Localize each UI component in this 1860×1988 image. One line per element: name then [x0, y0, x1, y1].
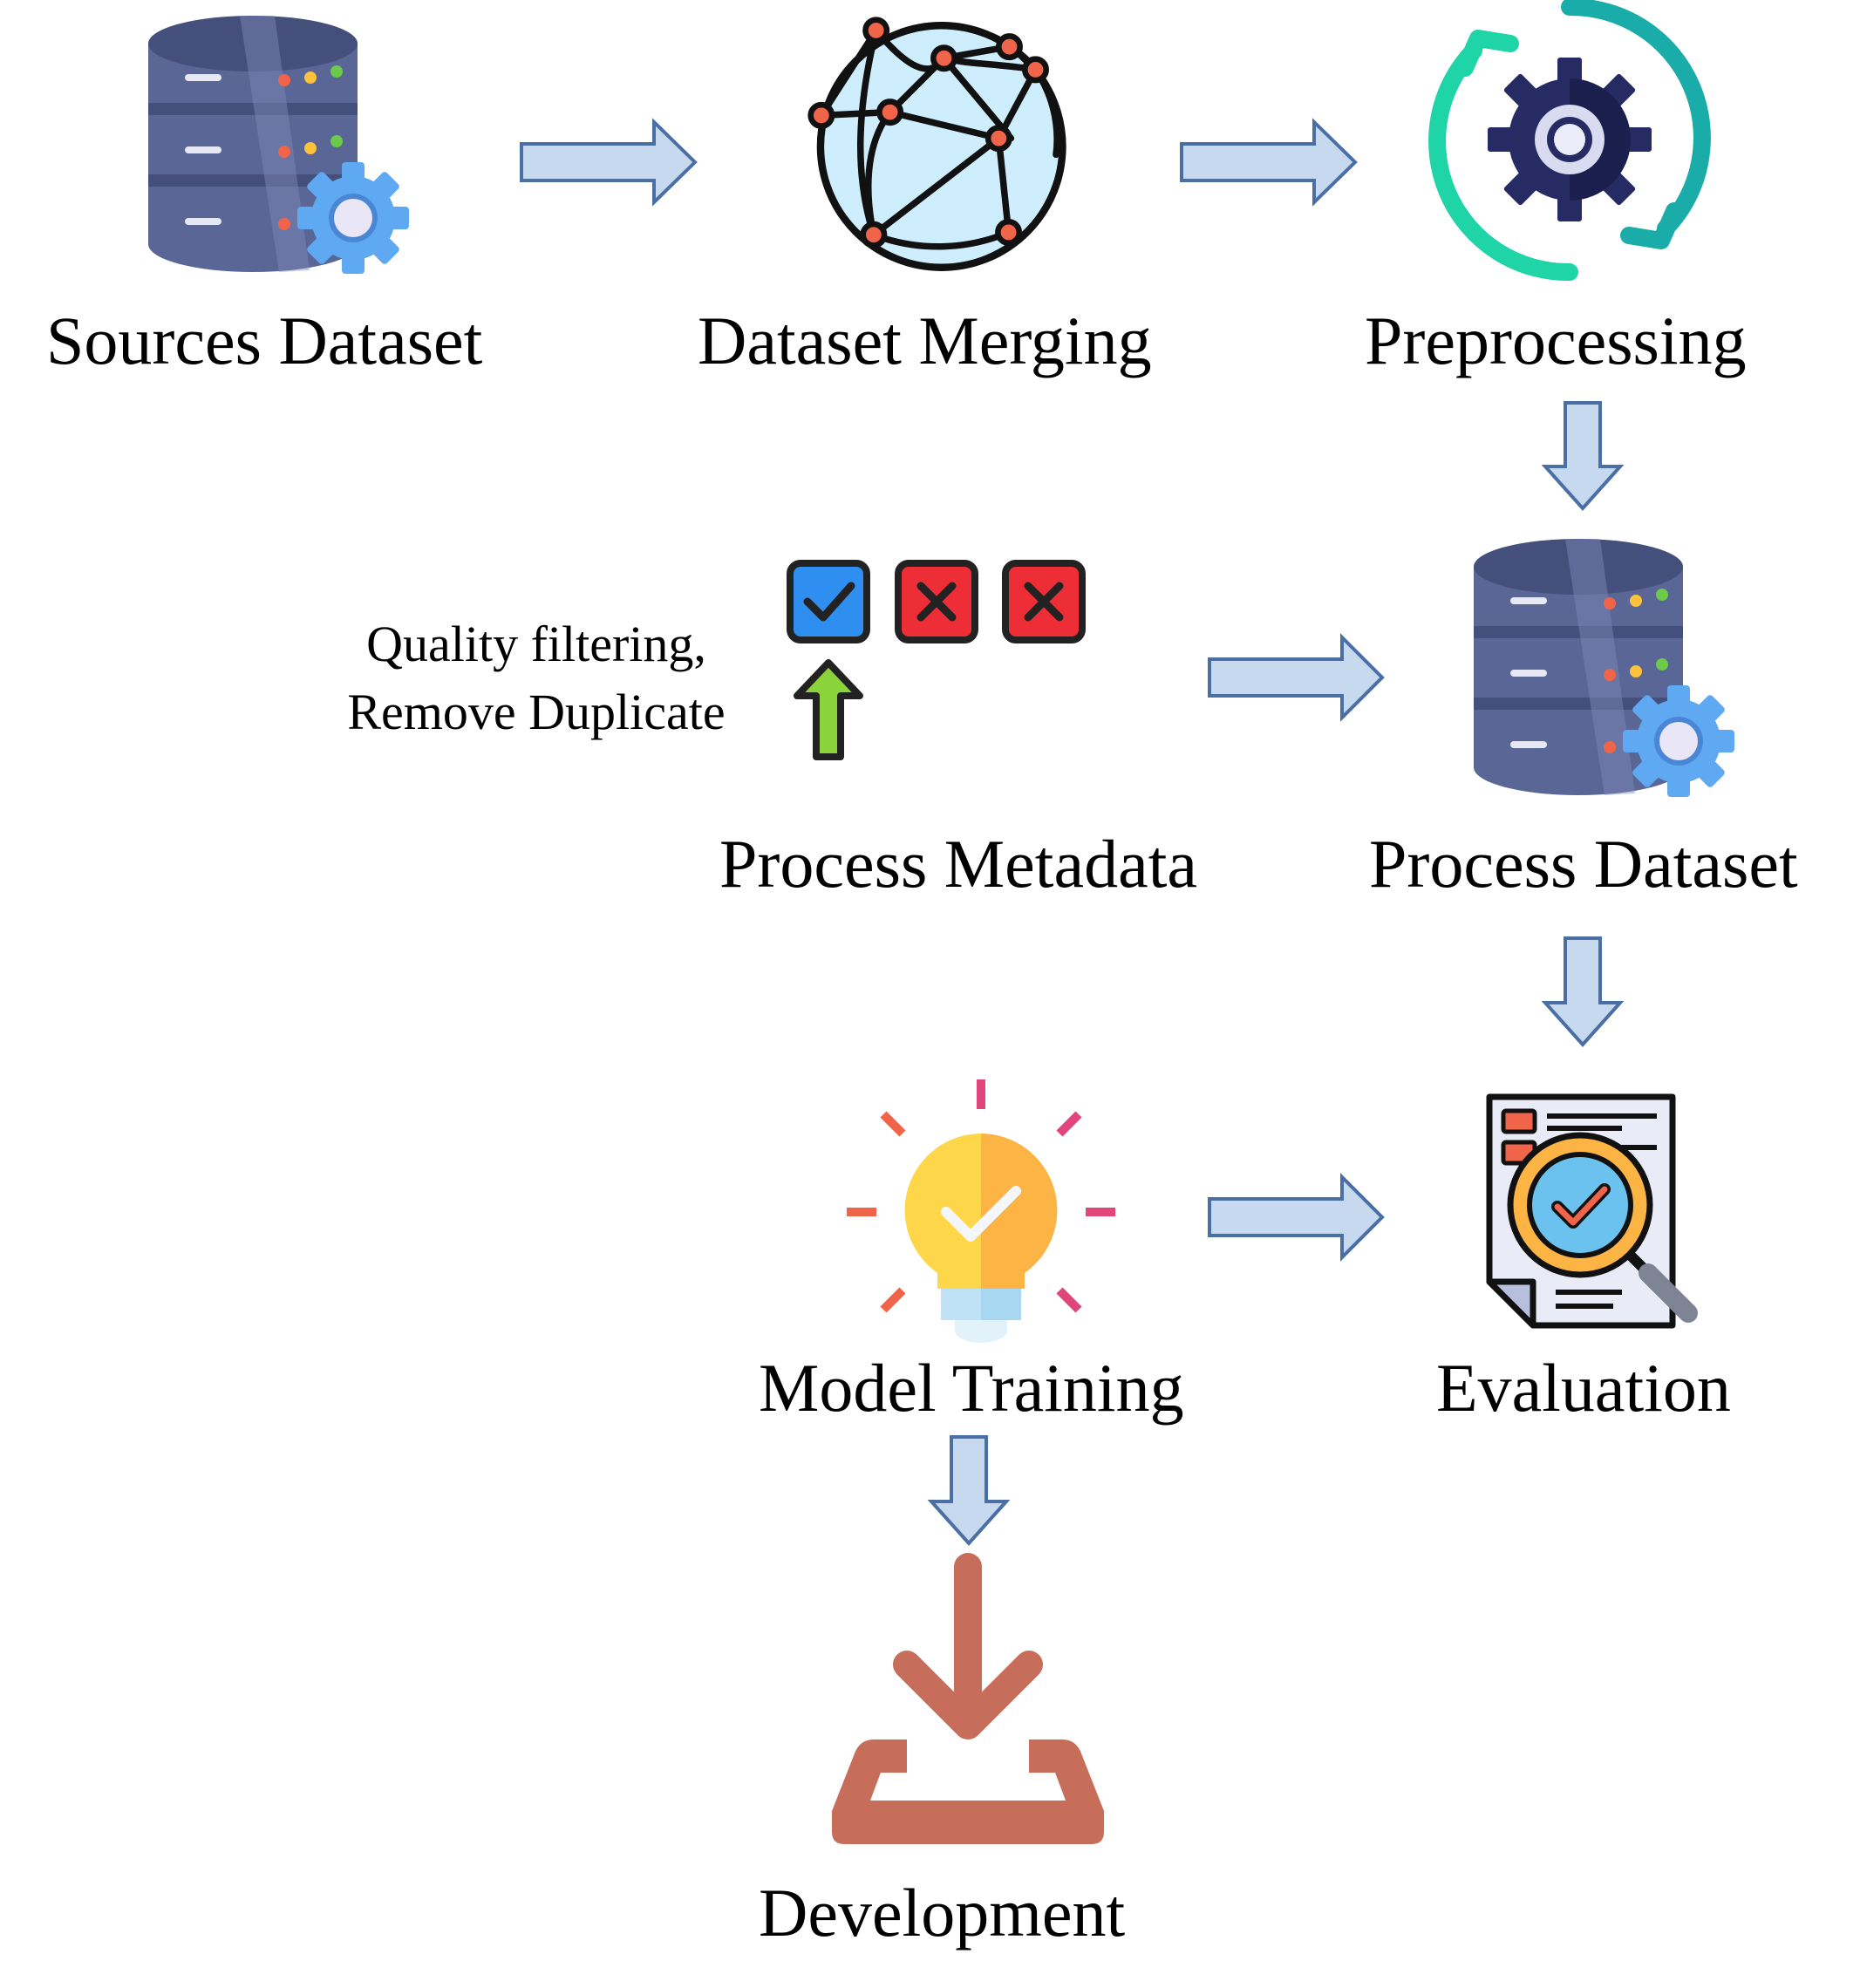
node-preprocessing: Preprocessing: [0, 0, 1747, 375]
download-tray-icon: [832, 1553, 1104, 1844]
node-label: Process Dataset: [1369, 826, 1798, 902]
quality-note-line2: Remove Duplicate: [347, 684, 726, 740]
gear-refresh-icon: [1428, 0, 1711, 282]
node-label: Development: [759, 1875, 1126, 1951]
node-label: Evaluation: [1436, 1350, 1731, 1426]
node-label: Model Training: [759, 1350, 1184, 1426]
checkbox-filter-icon: [787, 560, 1086, 760]
node-development: Development: [0, 0, 1125, 1947]
database-gear-icon: [1474, 539, 1734, 797]
node-process-dataset: Process Dataset: [0, 0, 1798, 898]
database-gear-icon: [148, 16, 409, 274]
network-globe-icon: [807, 17, 1066, 271]
node-label: Sources Dataset: [46, 303, 483, 378]
node-label: Dataset Merging: [698, 303, 1152, 378]
arrow-process-dataset-to-evaluation: [1541, 936, 1625, 1047]
node-label: Process Metadata: [719, 826, 1197, 902]
arrow-preprocessing-to-process-dataset: [1541, 401, 1625, 511]
quality-note: Quality filtering, Remove Duplicate: [323, 610, 750, 746]
node-model-training: Model Training: [0, 0, 1184, 1422]
arrow-sources-to-merging: [520, 118, 698, 207]
node-label: Preprocessing: [1365, 303, 1747, 378]
node-process-metadata: Quality filtering, Remove Duplicate Proc…: [0, 0, 1197, 898]
quality-note-line1: Quality filtering,: [366, 616, 706, 672]
node-sources-dataset: Sources Dataset: [0, 0, 482, 375]
lightbulb-check-icon: [847, 1079, 1115, 1343]
document-magnifier-icon: [1486, 1093, 1698, 1329]
arrow-metadata-to-process-dataset: [1208, 633, 1385, 722]
node-evaluation: Evaluation: [0, 0, 1731, 1422]
node-dataset-merging: Dataset Merging: [0, 0, 1152, 375]
arrow-training-to-evaluation: [1208, 1173, 1385, 1262]
arrow-training-to-development: [927, 1435, 1011, 1546]
arrow-merging-to-preprocessing: [1180, 118, 1358, 207]
